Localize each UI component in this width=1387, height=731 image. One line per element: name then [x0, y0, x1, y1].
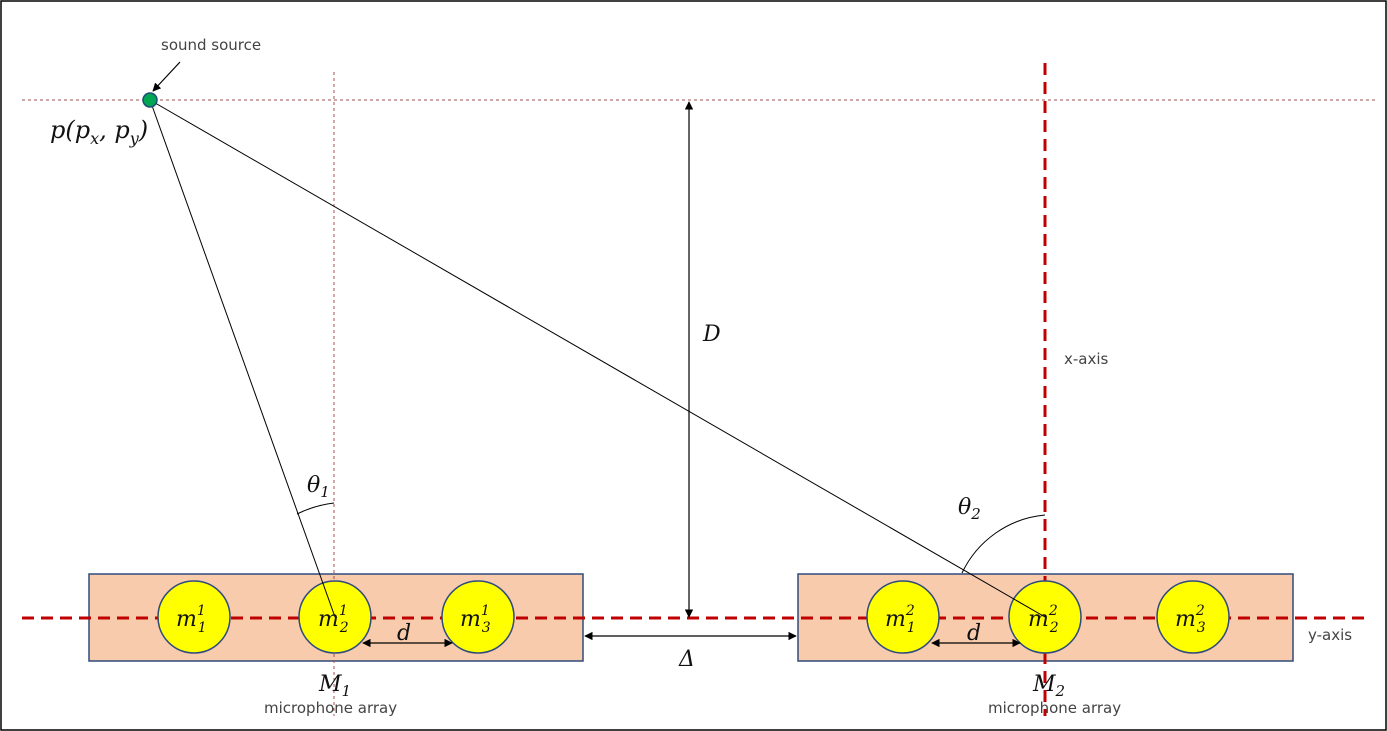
- array2-caption: microphone array: [988, 699, 1121, 717]
- ray-to-array1: [149, 99, 336, 618]
- mic-m2-3: [1156, 580, 1230, 654]
- sound-source-dot: [142, 92, 158, 108]
- gap-delta-label: Δ: [678, 647, 695, 672]
- sound-source-callout-arrow: [152, 61, 181, 92]
- array1-label: M1: [318, 672, 351, 700]
- array1-caption: microphone array: [264, 699, 397, 717]
- array2-mics: [866, 580, 1230, 654]
- angle-theta1-arc: [296, 502, 335, 515]
- spacing-d-label-2: d: [967, 621, 981, 646]
- source-point-label: p(px, py): [50, 116, 148, 148]
- mic-m1-1: [157, 580, 231, 654]
- array2-label: M2: [1032, 672, 1065, 700]
- theta1-label: θ1: [307, 473, 330, 501]
- mic-m2-1: [866, 580, 940, 654]
- mic-m1-3: [441, 580, 515, 654]
- sound-source-label: sound source: [161, 36, 261, 54]
- spacing-d-label-1: d: [397, 621, 411, 646]
- y-axis-label: y-axis: [1308, 626, 1352, 644]
- distance-D-label: D: [702, 322, 721, 347]
- angle-theta2-arc: [961, 514, 1046, 574]
- ray-to-array2: [149, 99, 1046, 618]
- theta2-label: θ2: [958, 495, 981, 523]
- x-axis-label: x-axis: [1064, 350, 1109, 368]
